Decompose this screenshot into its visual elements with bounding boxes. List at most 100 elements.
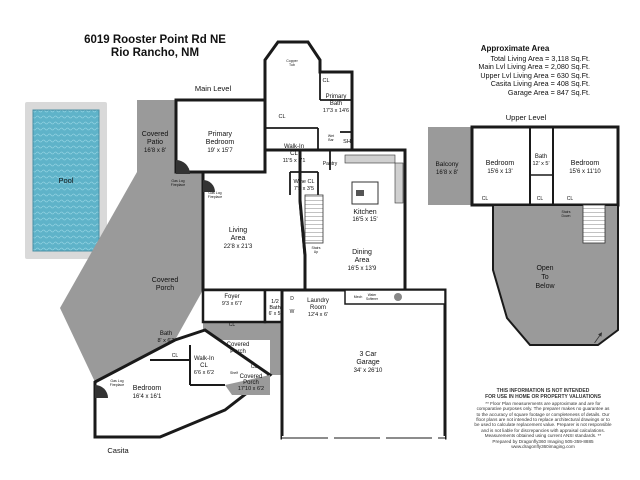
casita-walkin-label: CL	[200, 363, 208, 369]
primary-bath-size: 17'3 x 14'6	[323, 108, 349, 114]
primary-bedroom-label: Bedroom	[206, 139, 235, 146]
shower-label: SH	[343, 139, 351, 145]
disclaimer: THIS INFORMATION IS NOT INTENDED FOR USE…	[468, 388, 618, 449]
primary-bedroom-label: Primary	[208, 131, 233, 138]
casita-walkin-size: 6'6 x 6'2	[194, 370, 214, 376]
disclaimer-line: www.dragonfly360imaging.com	[511, 444, 575, 450]
main-inner-walls	[264, 72, 352, 195]
laundry-size: 12'4 x 6'	[308, 312, 328, 318]
primary-bath-walls	[263, 40, 354, 152]
disclaimer-heading: THIS INFORMATION IS NOT INTENDED	[496, 388, 590, 394]
balcony-size: 16'8 x 8'	[436, 170, 458, 176]
wet-bar-label: Bar	[328, 138, 334, 142]
stairs-up-label: Up	[314, 250, 319, 254]
kitchen-island	[351, 181, 379, 205]
living-size: 22'8 x 21'3	[224, 244, 253, 250]
closet-label: CL	[482, 196, 489, 202]
garage	[280, 288, 447, 440]
half-bath-label: 1/2	[271, 299, 279, 305]
gas-fireplace-label: Gas Log	[208, 191, 221, 195]
washer-label: W	[290, 309, 295, 315]
water-softener-label: Softener	[366, 297, 379, 301]
disclaimer-line: ** Floor Plan measurements are approxima…	[485, 400, 601, 406]
label-upper-level: Upper Level	[506, 113, 547, 122]
living-label: Area	[231, 235, 246, 242]
label-main-level: Main Level	[195, 84, 232, 93]
disclaimer-line: floor plans are not intended to replace …	[476, 417, 610, 423]
upper-bedroom-label: Bedroom	[571, 160, 600, 167]
disclaimer-heading: FOR USE IN HOME OR PROPERTY VALUATIONS	[485, 394, 601, 401]
foyer-label: Foyer	[224, 294, 239, 300]
dining-size: 16'5 x 13'9	[348, 266, 377, 272]
covered-porch-label: Porch	[243, 380, 259, 386]
upper-bedroom-label: Bedroom	[486, 160, 515, 167]
living-label: Living	[229, 227, 247, 234]
kitchen-counters	[344, 154, 404, 204]
disclaimer-line: and is not liable for discrepancies with…	[481, 427, 605, 433]
main-stairs	[304, 194, 324, 244]
laundry-label: Laundry	[307, 298, 329, 304]
fireplace-bedroom	[176, 160, 190, 174]
closet-label: CL	[172, 353, 179, 359]
kitchen-size: 16'5 x 15'	[352, 217, 377, 223]
covered-patio-label: Covered	[142, 131, 169, 138]
open-below-label: Below	[535, 283, 555, 290]
disclaimer-line: comparative purposes only. The preparer …	[476, 406, 610, 412]
disclaimer-line: Prepared by Dragonfly360 Imaging 505-359…	[492, 438, 594, 444]
pool	[25, 102, 107, 259]
covered-porch-label: Covered	[227, 342, 250, 348]
area-line-garage: Garage Area = 847 Sq.Ft.	[507, 87, 590, 97]
area-line-casita: Casita Living Area = 408 Sq.Ft.	[490, 79, 590, 89]
upper-bedroom-size: 15'6 x 13'	[487, 169, 512, 175]
pantry-label: Pantry	[323, 161, 338, 167]
covered-porch-size: 17'10 x 6'2	[238, 386, 264, 392]
gas-fireplace-label: Fireplace	[110, 383, 124, 387]
walkin-size: 11'5 x 9'1	[283, 158, 306, 164]
gas-fireplace-label: Fireplace	[208, 195, 222, 199]
covered-patio-label: Patio	[147, 139, 163, 146]
dryer-label: D	[290, 296, 294, 302]
property-city: Rio Rancho, NM	[110, 47, 200, 59]
stairs-down-label: Down	[562, 214, 571, 218]
wine-cl-label: Wine CL	[293, 179, 314, 185]
closet-label: CL	[278, 114, 285, 120]
covered-porch-label: Porch	[230, 349, 246, 355]
covered-patio-size: 16'8 x 8'	[144, 148, 166, 154]
covered-porch-label: Porch	[156, 285, 174, 292]
covered-porch-label: Covered	[152, 277, 179, 284]
open-below-label: To	[541, 274, 549, 281]
closet-label: CL	[537, 196, 544, 202]
casita-bath-label: Bath	[160, 331, 172, 337]
casita	[93, 328, 273, 439]
disclaimer-line: Measurements obtained using current ANSI…	[484, 433, 602, 439]
upper-bath-label: Bath	[535, 154, 547, 160]
casita-walkin-label: Walk-In	[194, 356, 214, 362]
covered-porch-label: Covered	[240, 374, 263, 380]
upper-bath-size: 12' x 5'	[532, 161, 549, 167]
garage-size: 34' x 26'10	[354, 368, 383, 374]
copper-tub-label: Tub	[289, 63, 295, 67]
label-pool: Pool	[58, 176, 73, 185]
gas-fireplace-label: Gas Log	[110, 379, 123, 383]
fireplace-living	[203, 180, 215, 192]
area-line-upper: Upper Lvl Living Area = 630 Sq.Ft.	[480, 70, 590, 80]
laundry-label: Room	[310, 305, 326, 311]
upper-bedroom-size: 15'6 x 11'10	[569, 169, 601, 175]
balcony-label: Balcony	[435, 161, 459, 168]
shelf-label: Shelf	[230, 371, 238, 375]
casita-bath-size: 8' x 6'2	[157, 338, 174, 344]
foyer-size: 9'3 x 6'7	[222, 301, 242, 307]
stairs-down-label: Stairs	[562, 210, 571, 214]
closet-label: CL	[567, 196, 574, 202]
walkin-label: Walk-In	[284, 144, 304, 150]
disclaimer-line: to the accuracy of square footage or com…	[476, 411, 610, 417]
property-address: 6019 Rooster Point Rd NE	[84, 34, 226, 46]
garage-label: Garage	[356, 359, 379, 366]
closet-label: CL	[251, 364, 258, 370]
primary-bedroom-size: 19' x 15'7	[207, 148, 233, 154]
open-below-label: Open	[536, 265, 553, 272]
upper-level	[428, 125, 620, 346]
mech-label: Mech	[354, 295, 363, 299]
dining-label: Area	[355, 257, 370, 264]
wet-bar-label: Wet	[328, 134, 334, 138]
